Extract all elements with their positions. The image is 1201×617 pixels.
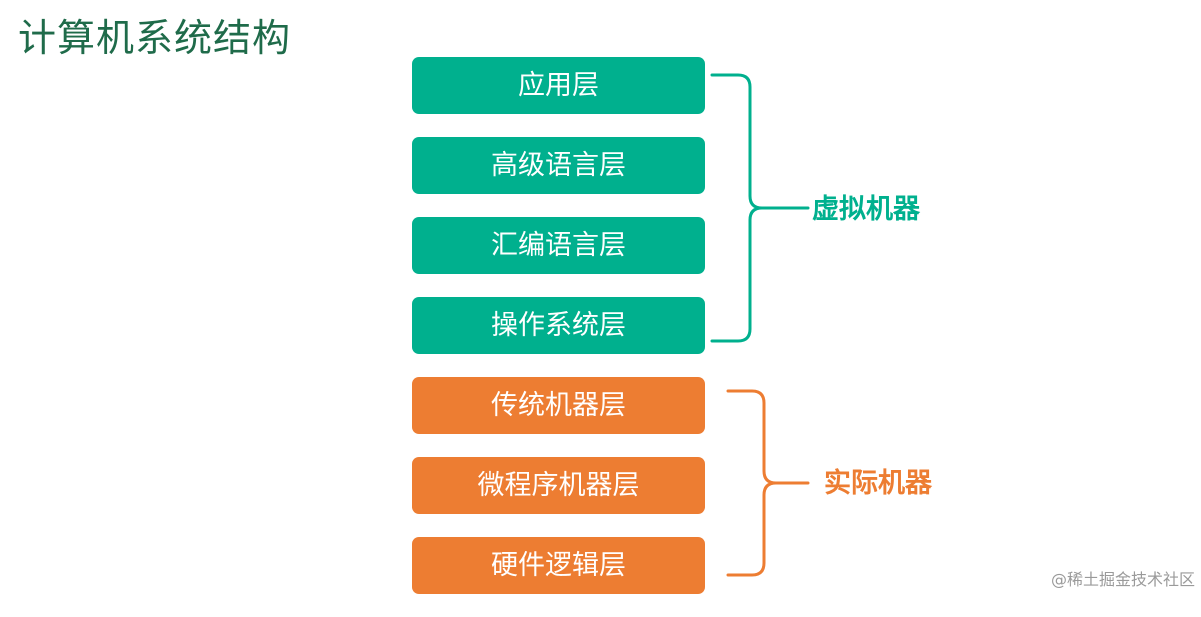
layer-stack: 应用层 高级语言层 汇编语言层 操作系统层 传统机器层 微程序机器层 硬件逻辑层 xyxy=(412,57,705,617)
virtual-brace xyxy=(710,73,810,343)
layer-conventional-machine: 传统机器层 xyxy=(412,377,705,434)
actual-machine-label: 实际机器 xyxy=(824,468,932,499)
layer-microprogram-machine: 微程序机器层 xyxy=(412,457,705,514)
actual-brace xyxy=(726,389,810,577)
virtual-machine-label: 虚拟机器 xyxy=(812,194,920,225)
layer-application: 应用层 xyxy=(412,57,705,114)
layer-operating-system: 操作系统层 xyxy=(412,297,705,354)
layer-hardware-logic: 硬件逻辑层 xyxy=(412,537,705,594)
layer-assembly-language: 汇编语言层 xyxy=(412,217,705,274)
layer-high-level-language: 高级语言层 xyxy=(412,137,705,194)
braces xyxy=(710,73,810,577)
page-title: 计算机系统结构 xyxy=(18,16,292,60)
watermark: @稀土掘金技术社区 xyxy=(1050,570,1195,589)
